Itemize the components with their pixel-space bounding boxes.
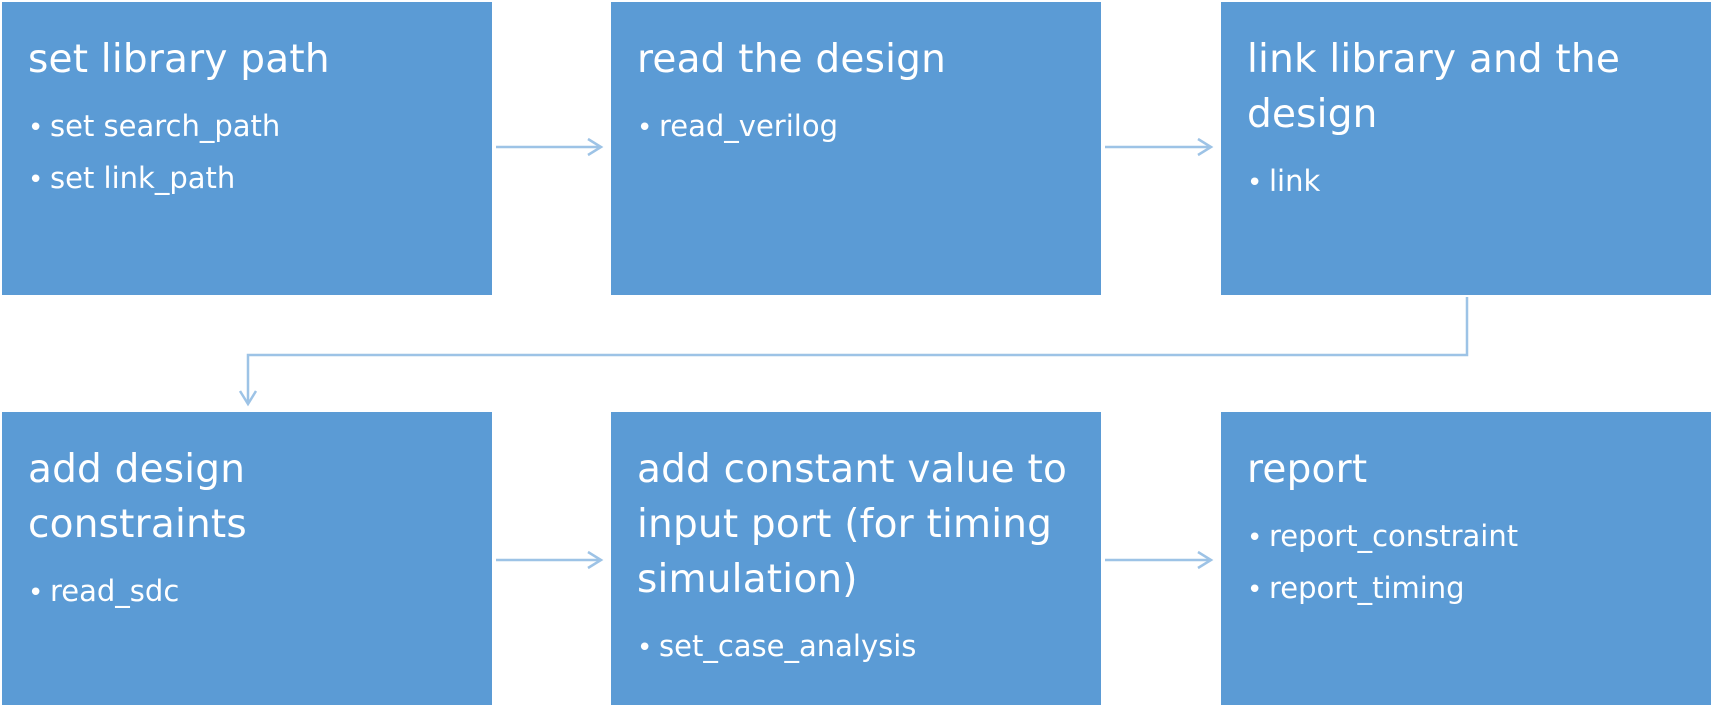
step-title: set library path	[28, 37, 330, 82]
step-bullet: set search_path	[28, 101, 470, 153]
step-bullet: report_constraint	[1247, 511, 1689, 563]
step-set-library-path: set library path set search_path set lin…	[0, 0, 494, 297]
arrow-step-3-to-4	[238, 297, 1469, 407]
arrow-step-2-to-3	[1105, 137, 1214, 157]
step-title: read the design	[637, 37, 947, 82]
step-bullet-list: set_case_analysis	[637, 621, 1079, 673]
step-title: report	[1247, 447, 1368, 492]
step-report: report report_constraint report_timing	[1219, 410, 1713, 707]
step-bullet: link	[1247, 156, 1689, 208]
step-add-constant-value: add constant value to input port (for ti…	[609, 410, 1103, 707]
step-read-the-design: read the design read_verilog	[609, 0, 1103, 297]
arrow-step-4-to-5	[496, 550, 604, 570]
step-bullet-list: report_constraint report_timing	[1247, 511, 1689, 615]
step-bullet-list: read_verilog	[637, 101, 1079, 153]
arrow-step-1-to-2	[496, 137, 604, 157]
step-bullet-list: set search_path set link_path	[28, 101, 470, 205]
step-bullet: report_timing	[1247, 563, 1689, 615]
step-title: add constant value to input port (for ti…	[637, 447, 1068, 602]
step-bullet: read_verilog	[637, 101, 1079, 153]
step-link-library-and-design: link library and the design link	[1219, 0, 1713, 297]
step-bullet-list: read_sdc	[28, 566, 470, 618]
step-bullet: set_case_analysis	[637, 621, 1079, 673]
step-title: link library and the design	[1247, 37, 1621, 137]
step-bullet: set link_path	[28, 153, 470, 205]
step-title: add design constraints	[28, 447, 247, 547]
step-bullet: read_sdc	[28, 566, 470, 618]
step-bullet-list: link	[1247, 156, 1689, 208]
step-add-design-constraints: add design constraints read_sdc	[0, 410, 494, 707]
arrow-step-5-to-6	[1105, 550, 1214, 570]
